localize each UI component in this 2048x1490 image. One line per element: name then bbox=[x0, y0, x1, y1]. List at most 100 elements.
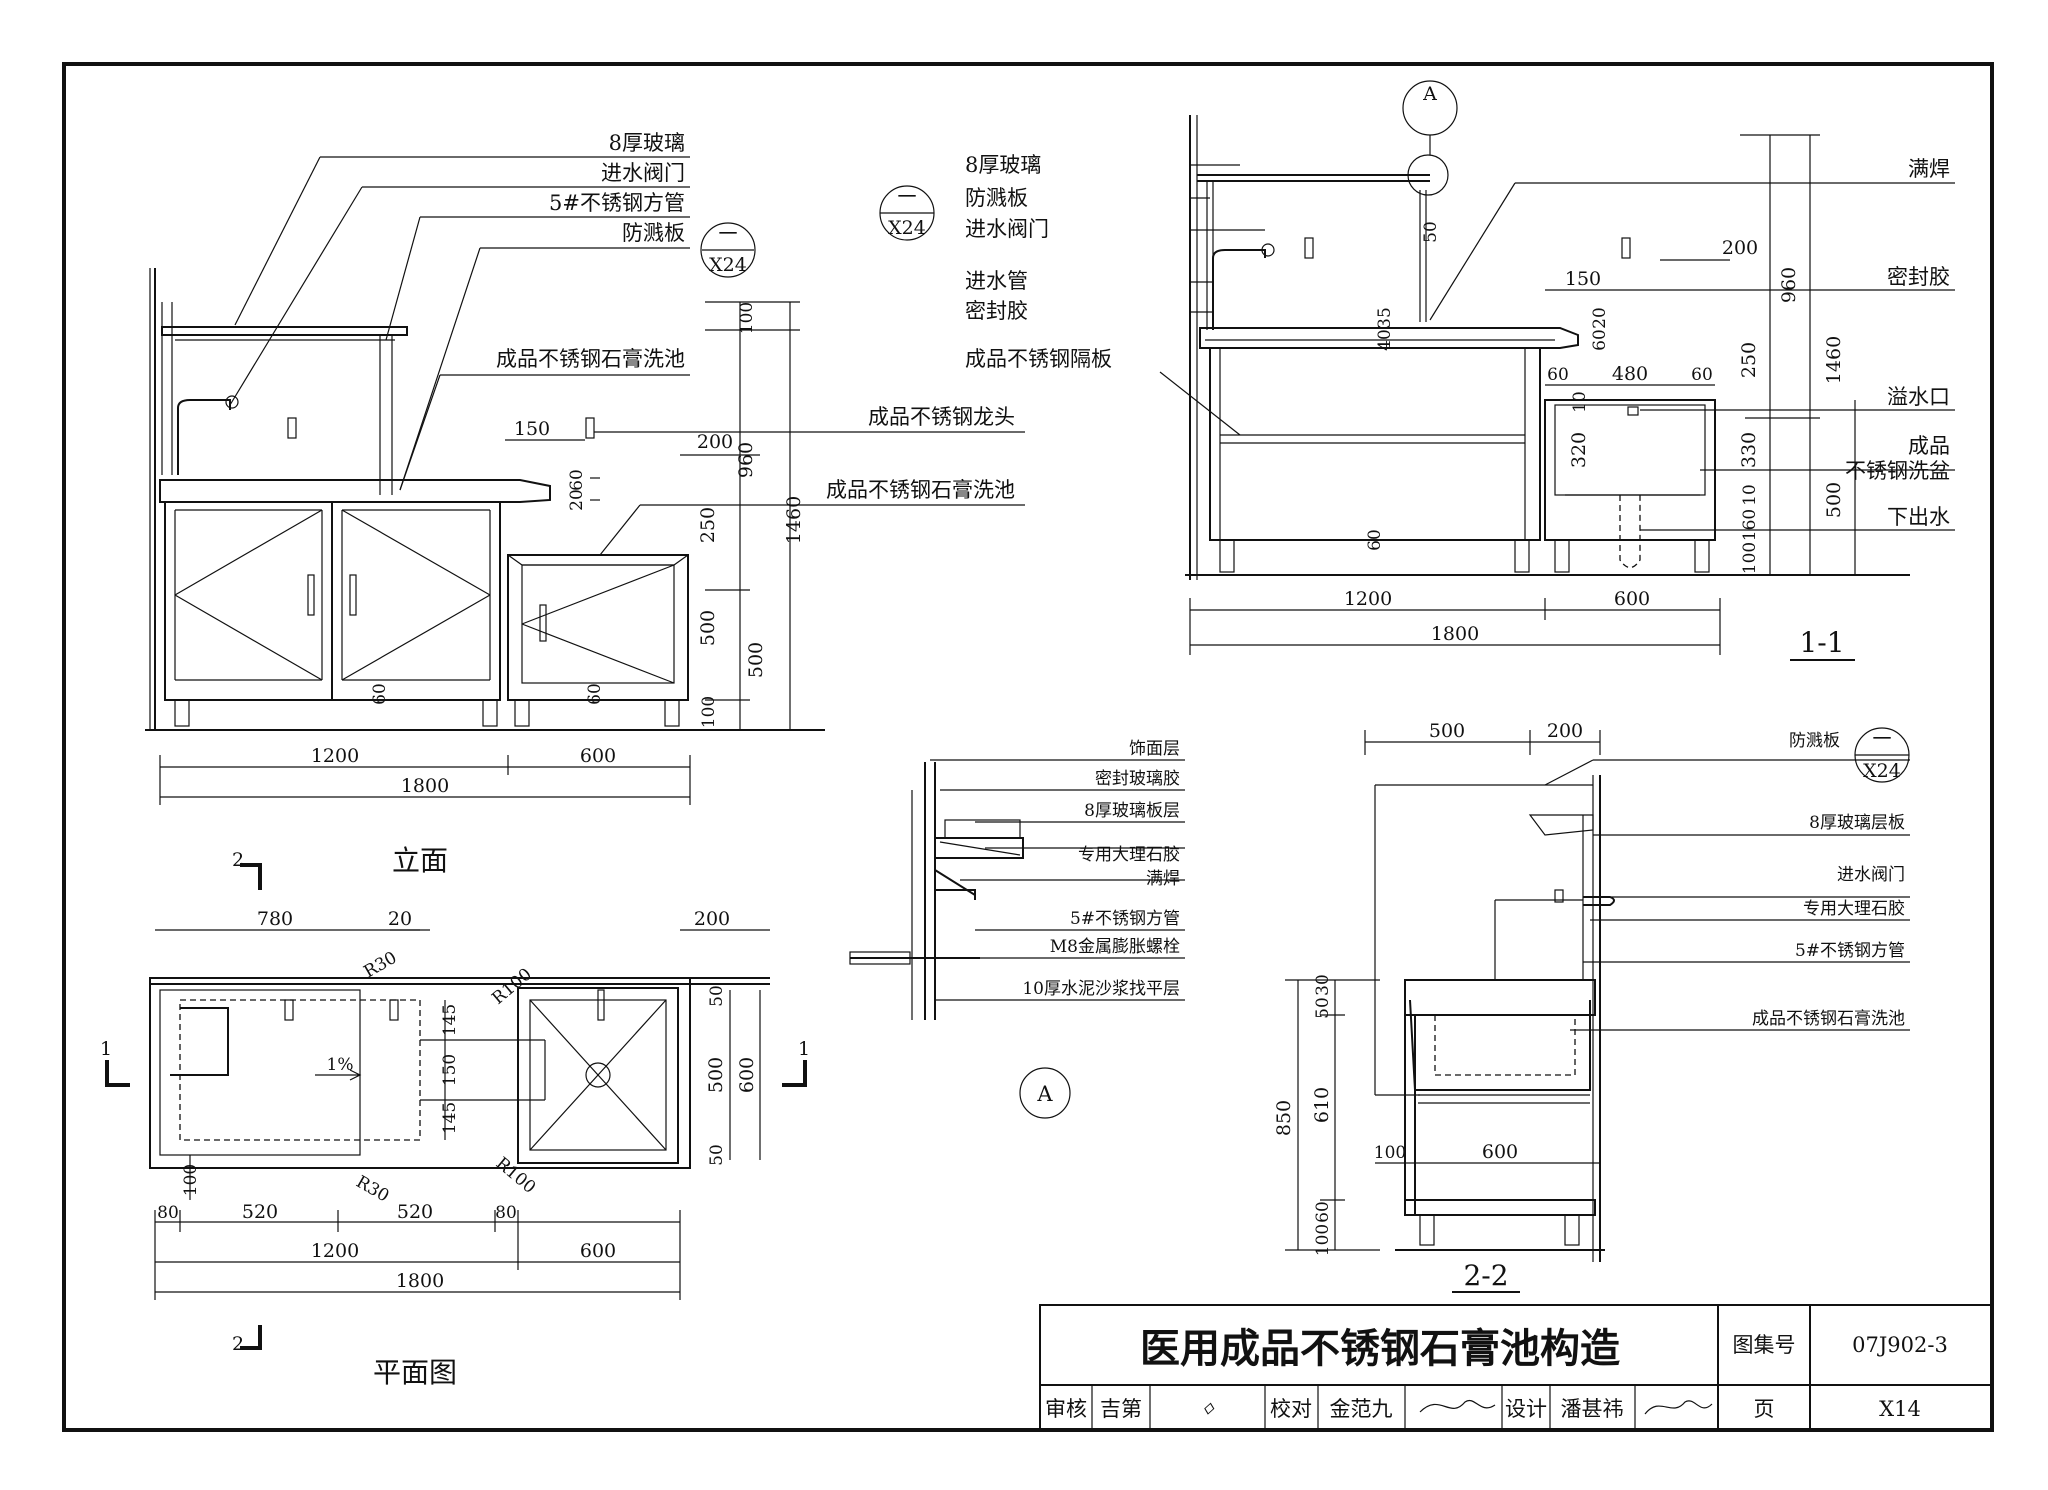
dim-1460: 1460 bbox=[783, 496, 805, 544]
section-1-1-title: 1-1 bbox=[1799, 626, 1844, 659]
s11-dim-10b: 10 bbox=[1740, 484, 1760, 506]
section-1-1-view bbox=[879, 80, 1955, 661]
label-plaster-sink-2: 成品不锈钢石膏洗池 bbox=[826, 478, 1015, 502]
drawing-title: 医用成品不锈钢石膏池构造 bbox=[1140, 1326, 1620, 1372]
s11-label-1: 防溅板 bbox=[965, 186, 1028, 210]
checker-name: 金范九 bbox=[1330, 1397, 1393, 1421]
s11-dim-20: 20 bbox=[1590, 307, 1610, 329]
reviewer-name: 吉第 bbox=[1100, 1397, 1142, 1421]
design-label: 设计 bbox=[1505, 1397, 1547, 1421]
label-glass: 8厚玻璃 bbox=[609, 131, 685, 155]
s11-dim-100: 100 bbox=[1740, 542, 1760, 574]
s11-dim-1200: 1200 bbox=[1344, 588, 1392, 610]
plan-view bbox=[105, 863, 807, 1350]
s11-label-r3: 成品 bbox=[1908, 434, 1950, 458]
s22-dim-100: 100 bbox=[1374, 1143, 1406, 1163]
detail-label-0: 饰面层 bbox=[1129, 739, 1180, 759]
section-mark-2-top: 2 bbox=[232, 849, 244, 871]
s11-dim-60b: 60 bbox=[1547, 365, 1569, 385]
dim-600v: 600 bbox=[736, 1057, 758, 1093]
dim-500: 500 bbox=[705, 1057, 727, 1093]
s11-dim-600: 600 bbox=[1614, 588, 1650, 610]
label-plaster-sink: 成品不锈钢石膏洗池 bbox=[496, 347, 685, 371]
section-mark-2-bottom: 2 bbox=[232, 1333, 244, 1355]
s22-dim-50: 50 bbox=[1313, 997, 1333, 1019]
s11-dim-60d: 60 bbox=[1365, 529, 1385, 551]
s11-ref-a: A bbox=[1422, 83, 1437, 105]
check-label: 校对 bbox=[1270, 1397, 1312, 1421]
dim-80b: 80 bbox=[495, 1203, 517, 1223]
dim-600: 600 bbox=[580, 1240, 616, 1262]
label-faucet: 成品不锈钢龙头 bbox=[868, 405, 1015, 429]
dim-200: 200 bbox=[697, 431, 733, 453]
s11-dim-250: 250 bbox=[1738, 342, 1760, 378]
s22-dim-500: 500 bbox=[1429, 720, 1465, 742]
label-splash-board: 防溅板 bbox=[622, 221, 685, 245]
s11-dim-1800: 1800 bbox=[1431, 623, 1479, 645]
dim-100: 100 bbox=[181, 1164, 201, 1196]
dim-1200: 1200 bbox=[311, 1240, 359, 1262]
detail-label-7: 10厚水泥沙浆找平层 bbox=[1022, 979, 1180, 999]
s11-ref-top: 一 bbox=[897, 186, 916, 208]
dim-200: 200 bbox=[694, 908, 730, 930]
detail-label-4: 满焊 bbox=[1146, 869, 1180, 889]
s11-dim-1460: 1460 bbox=[1823, 336, 1845, 384]
detail-label-5: 5#不锈钢方管 bbox=[1070, 909, 1180, 929]
s22-ref-top: 一 bbox=[1872, 728, 1891, 750]
dim-250: 250 bbox=[697, 507, 719, 543]
dim-145b: 145 bbox=[440, 1102, 460, 1134]
page-label: 页 bbox=[1754, 1397, 1775, 1421]
section-mark-1-right: 1 bbox=[798, 1038, 810, 1060]
s22-dim-30: 30 bbox=[1313, 974, 1333, 996]
dim-20: 20 bbox=[388, 908, 412, 930]
section-2-2-view bbox=[1285, 727, 1910, 1293]
dim-r100b: R100 bbox=[492, 1154, 540, 1198]
s11-dim-50: 50 bbox=[1421, 221, 1441, 243]
s11-dim-500: 500 bbox=[1823, 482, 1845, 518]
designer-signature bbox=[1644, 1400, 1713, 1415]
dim-780: 780 bbox=[257, 908, 293, 930]
dim-960: 960 bbox=[735, 442, 757, 478]
dim-145a: 145 bbox=[440, 1004, 460, 1036]
s11-label-0: 8厚玻璃 bbox=[965, 153, 1041, 177]
s11-label-2: 进水阀门 bbox=[965, 217, 1049, 241]
elevation-title: 立面 bbox=[392, 844, 448, 877]
atlas-number: 07J902-3 bbox=[1852, 1333, 1948, 1357]
dim-1800: 1800 bbox=[401, 775, 449, 797]
detail-a-view bbox=[849, 759, 1185, 1119]
s11-label-r5: 下出水 bbox=[1887, 505, 1950, 529]
s22-label-0: 防溅板 bbox=[1789, 731, 1840, 751]
s22-dim-850: 850 bbox=[1273, 1100, 1295, 1136]
s11-label-r1: 密封胶 bbox=[1887, 265, 1950, 289]
dim-500a: 500 bbox=[697, 610, 719, 646]
atlas-label: 图集号 bbox=[1733, 1333, 1796, 1357]
s11-ref-bottom: X24 bbox=[888, 217, 926, 239]
s11-dim-10a: 10 bbox=[1570, 391, 1590, 413]
detail-label-3: 专用大理石胶 bbox=[1078, 845, 1180, 865]
ref-circle-bottom: X24 bbox=[709, 254, 747, 276]
dim-60: 60 bbox=[567, 469, 587, 491]
plan-title: 平面图 bbox=[373, 1356, 457, 1389]
dim-1800: 1800 bbox=[396, 1270, 444, 1292]
dim-520b: 520 bbox=[397, 1201, 433, 1223]
dim-r100a: R100 bbox=[488, 964, 536, 1008]
s11-dim-60c: 60 bbox=[1691, 365, 1713, 385]
dim-60b: 60 bbox=[370, 683, 390, 705]
dim-1200: 1200 bbox=[311, 745, 359, 767]
dim-50b: 50 bbox=[707, 1144, 727, 1166]
s22-dim-610: 610 bbox=[1311, 1087, 1333, 1123]
s11-label-r0: 满焊 bbox=[1908, 157, 1950, 181]
s22-dim-60: 60 bbox=[1313, 1201, 1333, 1223]
title-block bbox=[1039, 1304, 1993, 1431]
s22-dim-600: 600 bbox=[1482, 1141, 1518, 1163]
s11-dim-35: 35 bbox=[1375, 307, 1395, 329]
detail-label-1: 密封玻璃胶 bbox=[1095, 769, 1180, 789]
dim-100b: 100 bbox=[699, 696, 719, 728]
dim-600: 600 bbox=[580, 745, 616, 767]
s11-dim-160: 160 bbox=[1740, 509, 1760, 541]
dim-50a: 50 bbox=[707, 985, 727, 1007]
s11-dim-330: 330 bbox=[1738, 432, 1760, 468]
s11-label-3: 进水管 bbox=[965, 269, 1028, 293]
